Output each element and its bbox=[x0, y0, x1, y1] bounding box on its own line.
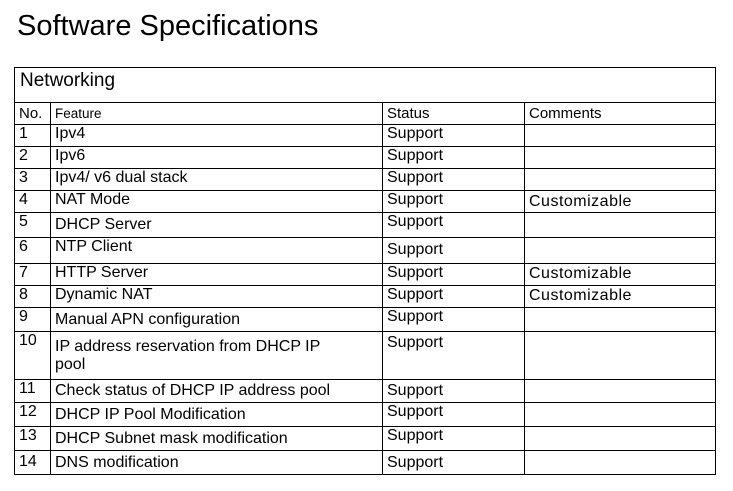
section-row: Networking bbox=[14, 67, 716, 103]
cell-status: Support bbox=[382, 124, 525, 147]
cell-status: Support bbox=[382, 285, 525, 308]
header-status: Status bbox=[382, 102, 525, 125]
cell-comments: Customizable bbox=[524, 190, 716, 213]
cell-status: Support bbox=[382, 212, 525, 238]
table-row: 3 Ipv4/ v6 dual stack Support bbox=[14, 168, 716, 191]
cell-comments bbox=[524, 426, 716, 451]
table-row: 8 Dynamic NAT Support Customizable bbox=[14, 285, 716, 308]
cell-comments bbox=[524, 331, 716, 380]
header-no: No. bbox=[14, 102, 51, 125]
cell-feature: NAT Mode bbox=[50, 190, 383, 213]
cell-status: Support bbox=[382, 379, 525, 403]
cell-comments bbox=[524, 212, 716, 238]
cell-no: 12 bbox=[14, 402, 51, 427]
cell-comments bbox=[524, 402, 716, 427]
cell-no: 6 bbox=[14, 237, 51, 264]
cell-feature: DHCP IP Pool Modification bbox=[50, 402, 383, 427]
cell-feature: Ipv6 bbox=[50, 146, 383, 169]
cell-comments bbox=[524, 168, 716, 191]
cell-status: Support bbox=[382, 331, 525, 380]
cell-feature: Dynamic NAT bbox=[50, 285, 383, 308]
table-row: 4 NAT Mode Support Customizable bbox=[14, 190, 716, 213]
cell-status: Support bbox=[382, 237, 525, 264]
cell-no: 1 bbox=[14, 124, 51, 147]
section-title: Networking bbox=[14, 67, 716, 103]
cell-status: Support bbox=[382, 168, 525, 191]
cell-feature: Ipv4/ v6 dual stack bbox=[50, 168, 383, 191]
cell-comments: Customizable bbox=[524, 263, 716, 286]
cell-status: Support bbox=[382, 190, 525, 213]
table-row: 10 IP address reservation from DHCP IP p… bbox=[14, 331, 716, 380]
cell-no: 13 bbox=[14, 426, 51, 451]
cell-status: Support bbox=[382, 426, 525, 451]
cell-comments bbox=[524, 146, 716, 169]
cell-feature: DHCP Subnet mask modification bbox=[50, 426, 383, 451]
cell-no: 8 bbox=[14, 285, 51, 308]
page-title: Software Specifications bbox=[17, 10, 319, 42]
table-row: 5 DHCP Server Support bbox=[14, 212, 716, 238]
table-row: 1 Ipv4 Support bbox=[14, 124, 716, 147]
cell-status: Support bbox=[382, 146, 525, 169]
cell-comments bbox=[524, 450, 716, 475]
spec-table: Networking No. Feature Status Comments 1… bbox=[14, 67, 716, 475]
table-row: 13 DHCP Subnet mask modification Support bbox=[14, 426, 716, 451]
table-row: 9 Manual APN configuration Support bbox=[14, 307, 716, 332]
cell-comments bbox=[524, 124, 716, 147]
cell-no: 11 bbox=[14, 379, 51, 403]
cell-feature: Ipv4 bbox=[50, 124, 383, 147]
cell-no: 7 bbox=[14, 263, 51, 286]
cell-no: 14 bbox=[14, 450, 51, 475]
cell-feature: NTP Client bbox=[50, 237, 383, 264]
table-row: 2 Ipv6 Support bbox=[14, 146, 716, 169]
cell-status: Support bbox=[382, 402, 525, 427]
cell-no: 2 bbox=[14, 146, 51, 169]
table-row: 6 NTP Client Support bbox=[14, 237, 716, 264]
cell-no: 4 bbox=[14, 190, 51, 213]
cell-comments bbox=[524, 379, 716, 403]
table-row: 14 DNS modification Support bbox=[14, 450, 716, 475]
cell-feature: DHCP Server bbox=[50, 212, 383, 238]
cell-comments: Customizable bbox=[524, 285, 716, 308]
cell-feature: HTTP Server bbox=[50, 263, 383, 286]
cell-no: 3 bbox=[14, 168, 51, 191]
cell-no: 5 bbox=[14, 212, 51, 238]
header-comments: Comments bbox=[524, 102, 716, 125]
cell-comments bbox=[524, 307, 716, 332]
cell-feature: Check status of DHCP IP address pool bbox=[50, 379, 383, 403]
cell-no: 10 bbox=[14, 331, 51, 380]
table-row: 12 DHCP IP Pool Modification Support bbox=[14, 402, 716, 427]
cell-no: 9 bbox=[14, 307, 51, 332]
cell-status: Support bbox=[382, 450, 525, 475]
cell-status: Support bbox=[382, 263, 525, 286]
table-row: 7 HTTP Server Support Customizable bbox=[14, 263, 716, 286]
header-feature: Feature bbox=[50, 102, 383, 125]
cell-feature: DNS modification bbox=[50, 450, 383, 475]
cell-feature: IP address reservation from DHCP IP pool bbox=[50, 331, 383, 380]
cell-status: Support bbox=[382, 307, 525, 332]
table-row: 11 Check status of DHCP IP address pool … bbox=[14, 379, 716, 403]
cell-feature: Manual APN configuration bbox=[50, 307, 383, 332]
header-row: No. Feature Status Comments bbox=[14, 102, 716, 125]
cell-comments bbox=[524, 237, 716, 264]
